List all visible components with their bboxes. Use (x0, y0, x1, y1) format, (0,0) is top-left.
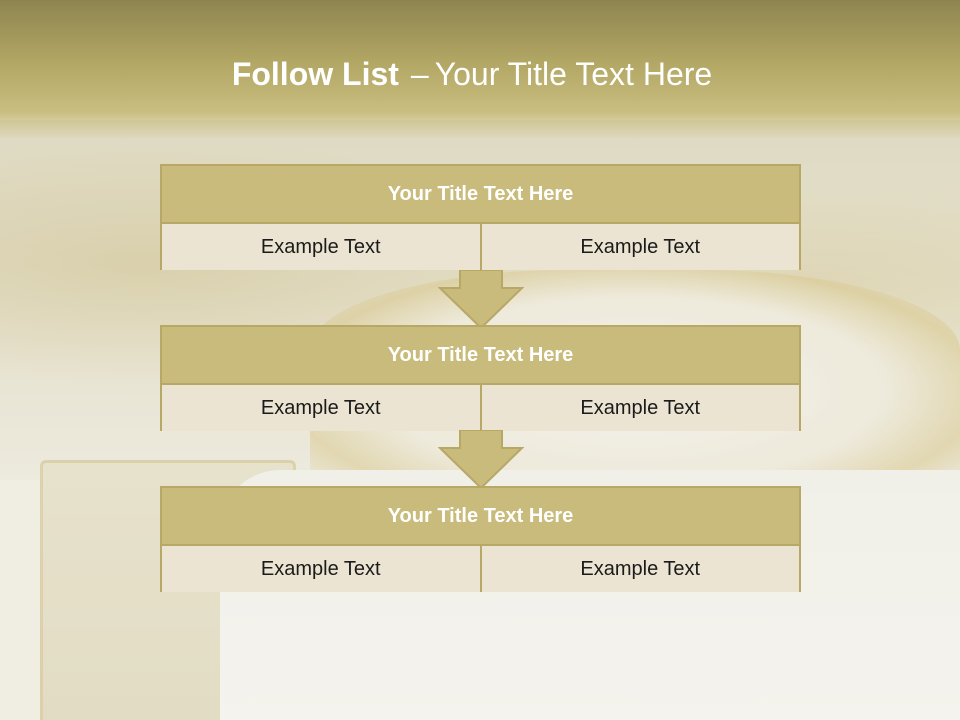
step-2-right-text: Example Text (479, 385, 799, 431)
step-row-3: Example Text Example Text (162, 546, 799, 592)
step-title-3: Your Title Text Here (162, 488, 799, 546)
step-title-1: Your Title Text Here (162, 166, 799, 224)
down-arrow-icon (438, 270, 524, 330)
slide-title-dash: – (410, 56, 429, 92)
step-title-2: Your Title Text Here (162, 327, 799, 385)
step-box-3: Your Title Text Here Example Text Exampl… (160, 486, 801, 592)
step-3-left-text: Example Text (162, 546, 480, 592)
step-2-left-text: Example Text (162, 385, 480, 431)
step-1-right-text: Example Text (479, 224, 799, 270)
title-band (0, 0, 960, 140)
slide-title-bold: Follow List (231, 56, 399, 92)
step-box-2: Your Title Text Here Example Text Exampl… (160, 325, 801, 431)
step-box-1: Your Title Text Here Example Text Exampl… (160, 164, 801, 270)
slide-title: Follow List–Your Title Text Here (0, 56, 944, 93)
step-row-2: Example Text Example Text (162, 385, 799, 431)
slide-title-rest: Your Title Text Here (434, 56, 713, 92)
step-row-1: Example Text Example Text (162, 224, 799, 270)
step-1-left-text: Example Text (162, 224, 480, 270)
step-3-right-text: Example Text (479, 546, 799, 592)
down-arrow-icon (438, 430, 524, 490)
